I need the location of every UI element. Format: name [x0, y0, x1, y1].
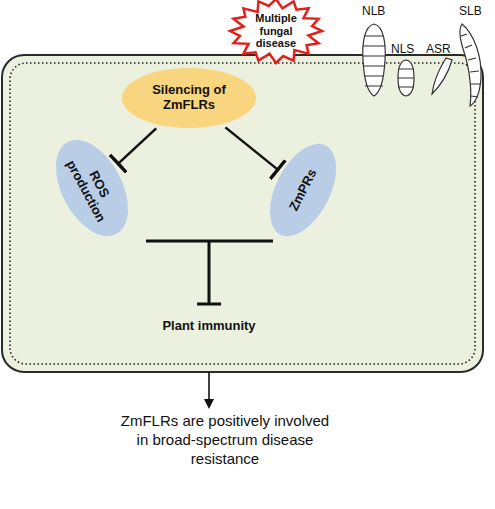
ellipse-shape — [122, 68, 256, 128]
conclusion-text: ZmFLRs are positively involved in broad-… — [118, 411, 332, 468]
inhibition-connector — [118, 128, 156, 163]
inhibition-line — [208, 241, 211, 304]
outcome-label: Plant immunity — [139, 318, 279, 335]
ros-ellipse: ROS production — [41, 128, 143, 248]
burst-shape — [230, 0, 322, 63]
pathogen-name: SLB — [459, 4, 493, 19]
slb-spore — [460, 24, 481, 106]
nls-spore — [398, 60, 414, 96]
node-text: Multiple fungal disease — [248, 12, 304, 50]
node-text: Silencing of ZmFLRs — [139, 83, 239, 113]
zmprs-ellipse: ZmPRs — [256, 133, 350, 247]
nlb-spore — [363, 24, 385, 96]
inhibition-connector — [225, 127, 277, 169]
membrane-outline — [10, 63, 475, 364]
cell-outline — [2, 55, 483, 372]
disease-burst: Multiple fungal disease — [230, 0, 322, 63]
result-arrow — [208, 372, 210, 400]
pathogen-name: ASR — [426, 42, 456, 57]
pathogen-name: NLS — [391, 42, 421, 57]
ellipse-shape — [256, 133, 350, 247]
asr-spore — [432, 58, 452, 94]
result-arrowhead — [204, 399, 214, 409]
inhibition-bar — [197, 303, 221, 306]
silencing-ellipse: Silencing of ZmFLRs — [122, 68, 256, 128]
pathogen-name: NLB — [362, 4, 402, 19]
ellipse-shape — [41, 128, 143, 248]
